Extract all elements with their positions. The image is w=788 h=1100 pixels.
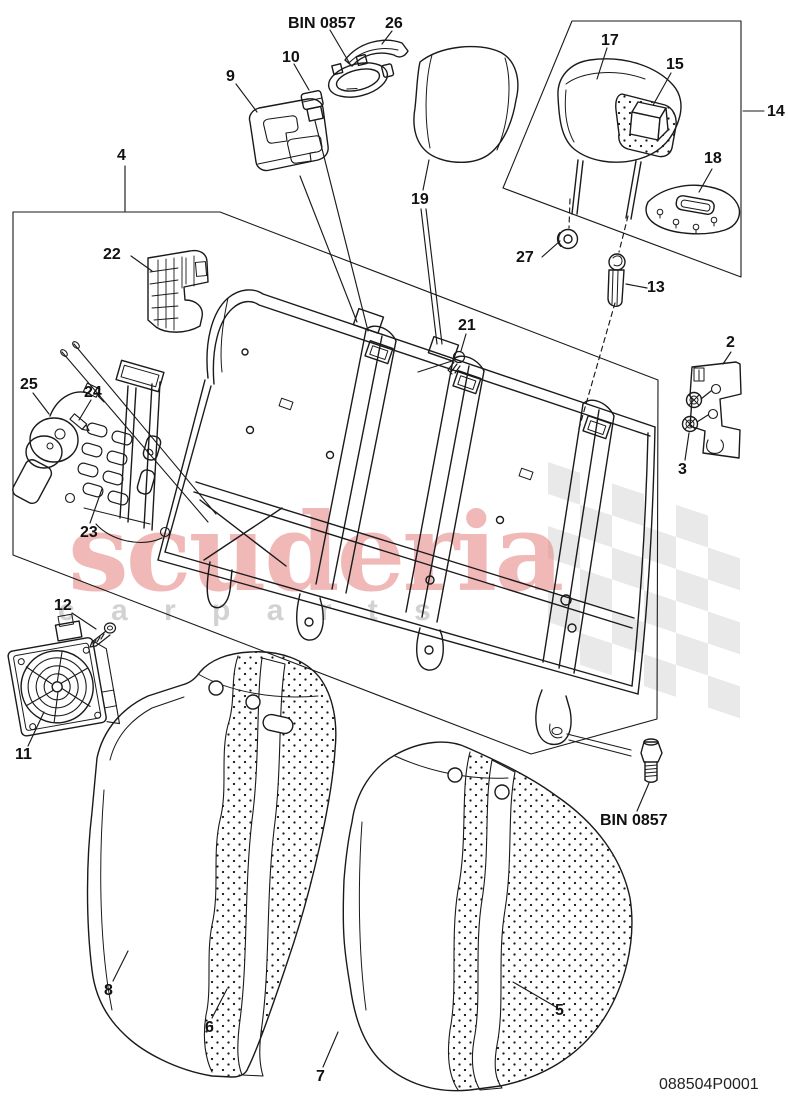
guide-sleeve-18 bbox=[645, 184, 741, 235]
nuts-3 bbox=[681, 391, 703, 433]
watermark-tagline-text: c a r p a r t s bbox=[58, 594, 445, 627]
callout-26: 26 bbox=[385, 15, 403, 32]
callout-12: 12 bbox=[54, 597, 72, 614]
callout-23: 23 bbox=[80, 524, 98, 541]
backrest-frame bbox=[157, 289, 656, 746]
grommet-27 bbox=[556, 228, 579, 250]
label-bin-0857-top: BIN 0857 bbox=[288, 15, 356, 32]
cover-plate-9 bbox=[248, 98, 329, 172]
panel-7-pleat-5 bbox=[471, 759, 516, 1091]
headrest-cushion-19 bbox=[413, 45, 519, 164]
bolt-bin-0857 bbox=[640, 738, 663, 783]
mounting-bracket-2 bbox=[689, 361, 742, 459]
callout-14: 14 bbox=[767, 103, 785, 120]
bracket-22 bbox=[147, 249, 209, 333]
checkered-flag-watermark bbox=[548, 462, 740, 719]
callout-22: 22 bbox=[103, 246, 121, 263]
callout-25: 25 bbox=[20, 376, 38, 393]
footer-part-number: 088504P0001 bbox=[659, 1076, 759, 1093]
latch-rod-13 bbox=[607, 253, 626, 307]
speaker-11 bbox=[7, 613, 121, 737]
callout-27: 27 bbox=[516, 249, 534, 266]
clip-10 bbox=[300, 90, 324, 122]
lumbar-mechanism-23 bbox=[64, 359, 171, 543]
screw-12 bbox=[89, 622, 117, 648]
callout-2: 2 bbox=[726, 334, 735, 351]
headrest-17 bbox=[557, 58, 682, 220]
callout-21: 21 bbox=[458, 317, 476, 334]
callout-18: 18 bbox=[704, 150, 722, 167]
callout-8: 8 bbox=[104, 982, 113, 999]
box-group-4 bbox=[12, 211, 659, 755]
callout-10: 10 bbox=[282, 49, 300, 66]
callout-19: 19 bbox=[411, 191, 429, 208]
box-group-14 bbox=[502, 20, 742, 278]
callout-13: 13 bbox=[647, 279, 665, 296]
callout-3: 3 bbox=[678, 461, 687, 478]
headrest-insert-15 bbox=[615, 93, 677, 158]
trim-strip-26 bbox=[344, 39, 409, 67]
group-boxes bbox=[12, 20, 765, 755]
seat-panel-7 bbox=[342, 741, 633, 1092]
callout-5: 5 bbox=[555, 1002, 564, 1019]
screw-21 bbox=[447, 350, 466, 375]
callout-4: 4 bbox=[117, 147, 126, 164]
callout-9: 9 bbox=[226, 68, 235, 85]
callout-17: 17 bbox=[601, 32, 619, 49]
callout-7: 7 bbox=[316, 1068, 325, 1085]
panel-8-pleat-6 bbox=[237, 657, 286, 1077]
lumbar-motor-25 bbox=[12, 382, 105, 504]
callout-24: 24 bbox=[84, 384, 102, 401]
seat-panel-8 bbox=[86, 651, 337, 1078]
callout-11: 11 bbox=[15, 746, 32, 763]
bezel-bin-0857 bbox=[327, 53, 395, 98]
callout-15: 15 bbox=[666, 56, 684, 73]
label-bin-0857-bottom: BIN 0857 bbox=[600, 812, 668, 829]
callout-6: 6 bbox=[205, 1019, 214, 1036]
cable-rods-24 bbox=[60, 341, 217, 523]
